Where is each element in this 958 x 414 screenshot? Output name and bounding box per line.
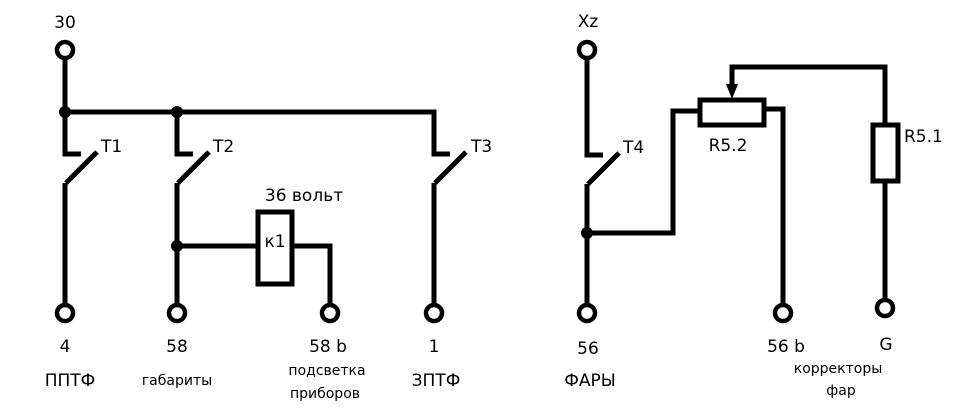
right-circuit-wires (584, 57, 888, 305)
left-circuit-wires (62, 57, 468, 305)
switch-t3-contact (433, 150, 468, 185)
junction-dot (581, 227, 593, 239)
terminal-58 (166, 302, 188, 324)
label-relay-voltage: 36 вольт (265, 186, 343, 206)
label-terminal-xz: Xz (578, 12, 599, 32)
label-terminal-56b: 56 b (767, 337, 805, 357)
label-switch-t3: T3 (470, 137, 492, 157)
potentiometer-r5-2 (697, 97, 767, 128)
label-zptf: ЗПТФ (412, 371, 461, 391)
label-gabarity: габариты (142, 373, 212, 389)
terminal-58b (319, 302, 341, 324)
label-terminal-4: 4 (60, 337, 71, 357)
terminal-1 (423, 302, 445, 324)
label-korrektory: корректоры (794, 361, 883, 377)
terminal-g (874, 297, 896, 319)
label-switch-t1: T1 (100, 137, 122, 157)
terminal-56 (576, 302, 598, 324)
label-priborov: приборов (290, 386, 360, 402)
label-far: фар (826, 383, 856, 399)
label-r5-2: R5.2 (709, 136, 748, 156)
label-switch-t2: T2 (212, 137, 234, 157)
terminal-4 (54, 302, 76, 324)
label-r5-1: R5.1 (904, 127, 943, 147)
switch-t1-contact (64, 150, 99, 185)
label-pptf: ППТФ (45, 371, 96, 391)
label-fary: ФАРЫ (564, 371, 616, 391)
terminal-56b (772, 302, 794, 324)
relay-k1 (255, 209, 295, 287)
junction-dot (171, 106, 183, 118)
switch-t4-contact (586, 151, 621, 186)
label-terminal-1: 1 (429, 337, 440, 357)
resistor-r5-1 (870, 122, 901, 184)
junction-dot (171, 240, 183, 252)
junction-dot (59, 106, 71, 118)
label-relay-k1: к1 (264, 232, 285, 252)
label-terminal-g: G (879, 335, 892, 355)
label-terminal-30: 30 (54, 13, 76, 33)
label-podsvetka: подсветка (288, 363, 365, 379)
label-terminal-58: 58 (166, 337, 188, 357)
switch-t2-contact (176, 150, 211, 185)
wiper-arrow-icon (726, 84, 738, 99)
label-terminal-56: 56 (577, 339, 599, 359)
label-switch-t4: T4 (622, 138, 644, 158)
label-terminal-58b: 58 b (309, 337, 347, 357)
terminal-xz (576, 39, 598, 61)
terminal-30 (54, 39, 76, 61)
